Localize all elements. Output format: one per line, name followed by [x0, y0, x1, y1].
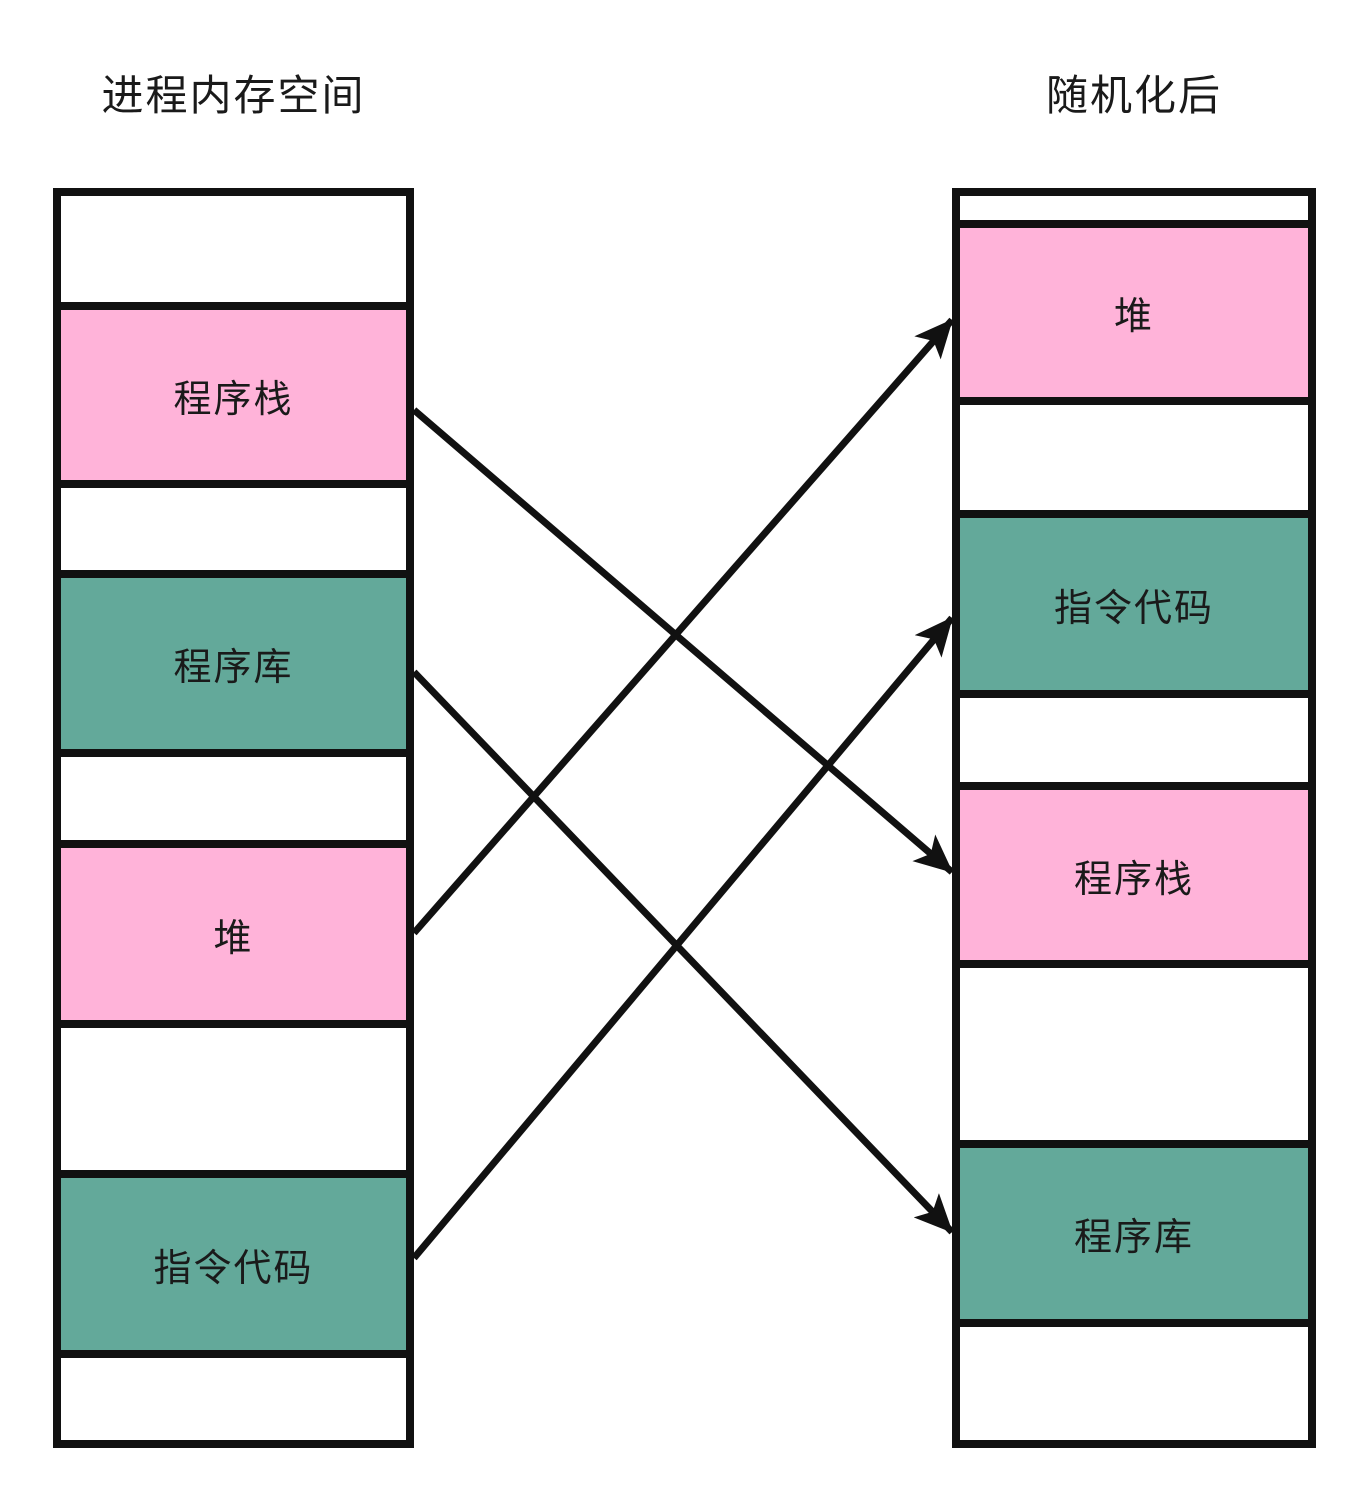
memory-segment-heap: 堆 — [61, 848, 406, 1028]
memory-segment-empty — [960, 405, 1308, 518]
memory-segment-empty — [61, 1358, 406, 1440]
arrow-heap-mapping — [411, 317, 955, 936]
memory-segment-code: 指令代码 — [61, 1178, 406, 1358]
memory-segment-empty — [61, 196, 406, 310]
memory-segment-empty — [61, 1028, 406, 1178]
segment-label: 程序栈 — [1073, 858, 1194, 901]
segment-label: 指令代码 — [1053, 587, 1214, 630]
segment-label: 程序栈 — [173, 378, 294, 421]
segment-label: 程序库 — [173, 647, 294, 689]
memory-segment-empty — [960, 196, 1308, 228]
segment-label: 堆 — [213, 917, 254, 960]
segment-label: 堆 — [1113, 296, 1154, 338]
right-column-title: 随机化后 — [1045, 72, 1222, 119]
arrow-stack-mapping — [411, 407, 955, 875]
segment-label: 程序库 — [1073, 1217, 1194, 1259]
arrow-code-mapping — [411, 615, 955, 1261]
memory-segment-empty — [61, 757, 406, 848]
memory-segment-library: 程序库 — [960, 1148, 1308, 1327]
memory-segment-empty — [960, 698, 1308, 790]
memory-segment-empty — [960, 1327, 1308, 1440]
memory-segment-stack: 程序栈 — [960, 790, 1308, 968]
arrow-library-mapping — [411, 669, 955, 1235]
memory-segment-empty — [61, 488, 406, 578]
memory-segment-stack: 程序栈 — [61, 310, 406, 488]
memory-segment-library: 程序库 — [61, 578, 406, 757]
left-column-title: 进程内存空间 — [101, 72, 366, 119]
memory-segment-code: 指令代码 — [960, 518, 1308, 698]
memory-segment-heap: 堆 — [960, 228, 1308, 405]
segment-label: 指令代码 — [153, 1247, 314, 1290]
randomized-memory-column: 堆 指令代码 程序栈 程序库 — [952, 188, 1316, 1448]
process-memory-column: 程序栈 程序库 堆 指令代码 — [53, 188, 414, 1448]
memory-segment-empty — [960, 968, 1308, 1148]
